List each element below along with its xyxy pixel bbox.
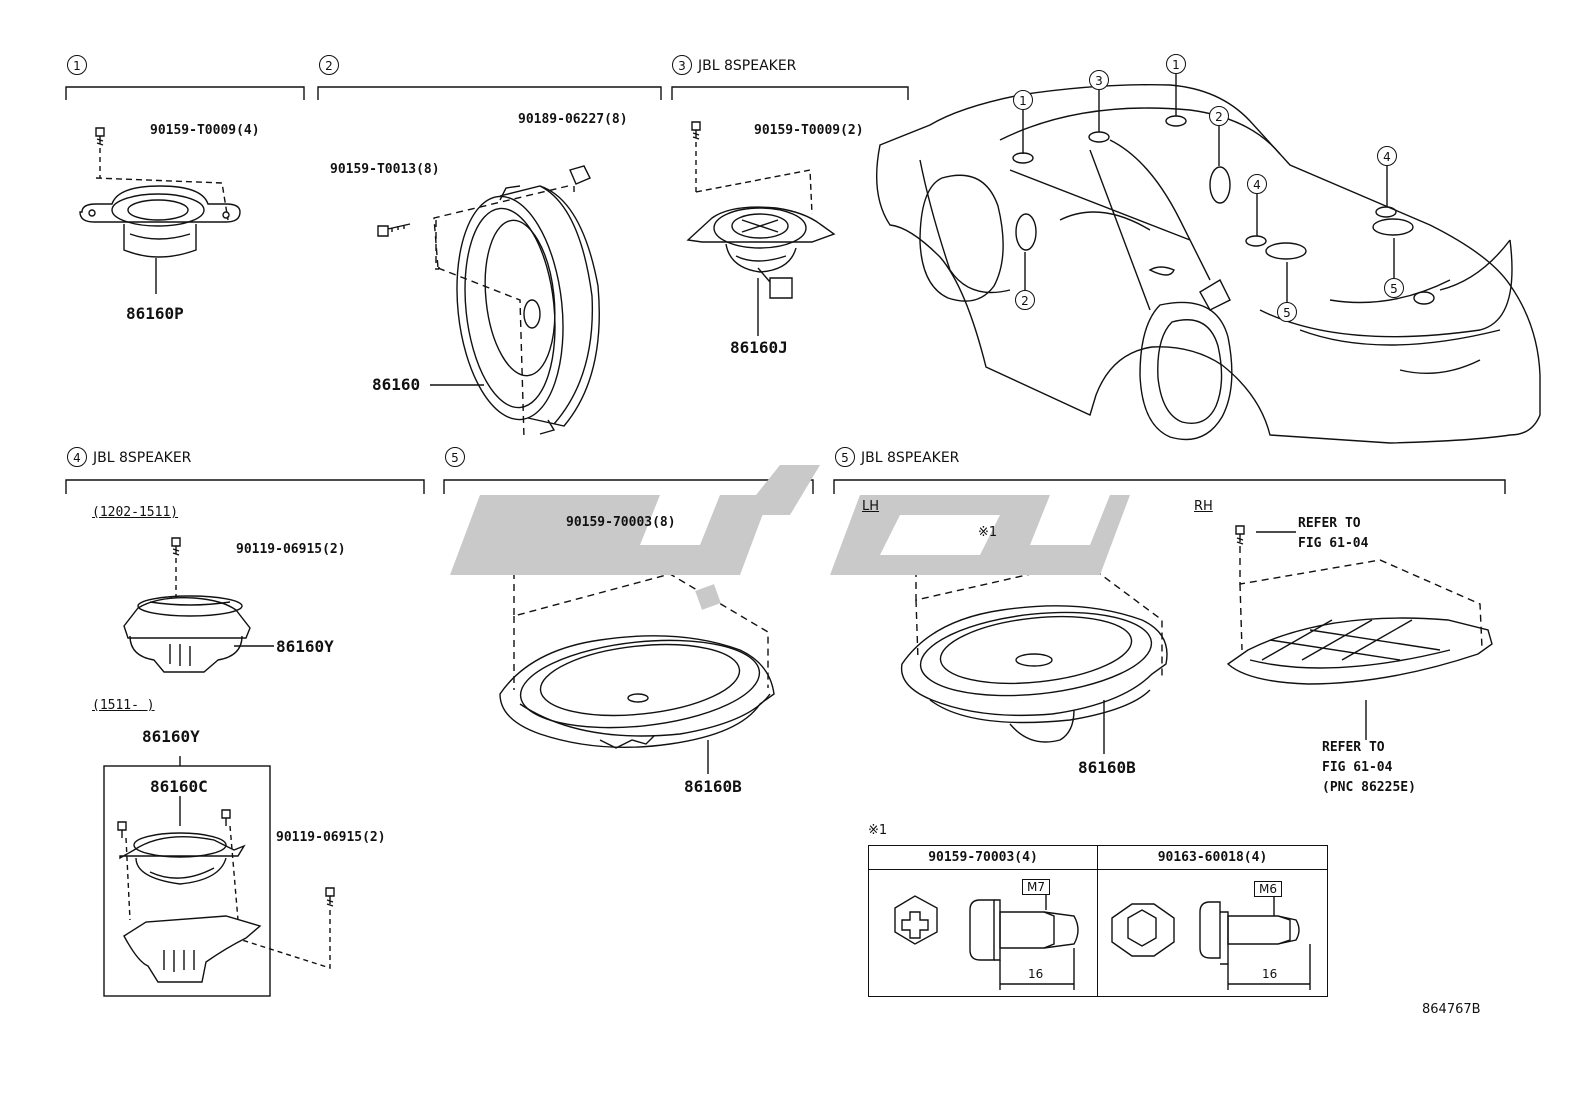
s4-range-1: (1202-1511): [92, 505, 179, 520]
bolt-table-divider: [1097, 846, 1099, 996]
section-5-number: 5: [445, 447, 465, 467]
s5a-screw-part-number: 90159-70003(8): [566, 515, 676, 530]
s2-clip-part-number: 90189-06227(8): [518, 112, 628, 127]
s4-screw-1-part-number: 90119-06915(2): [236, 542, 346, 557]
car-callout-4-left: 4: [1247, 174, 1267, 194]
s4-speaker-1-part-number: 86160Y: [276, 637, 334, 656]
s5b-note-mark: ※1: [978, 525, 998, 540]
car-callout-5-right: 5: [1384, 278, 1404, 298]
s5b-refer-1-line-b: FIG 61-04: [1298, 536, 1369, 551]
s2-speaker-part-number: 86160: [372, 375, 421, 394]
s5a-speaker-part-number: 86160B: [684, 777, 742, 796]
s5b-refer-2-line-b: FIG 61-04: [1322, 760, 1393, 775]
s5b-lh-label: LH: [862, 499, 880, 514]
s5b-rh-label: RH: [1194, 499, 1213, 514]
s3-speaker-part-number: 86160J: [730, 338, 788, 357]
bolt-table-note: ※1: [868, 823, 888, 838]
s4-sub-part-number: 86160C: [150, 777, 208, 796]
speaker-86160-drawing: [377, 165, 600, 439]
car-callout-1-rear: 1: [1166, 54, 1186, 74]
car-callout-1-front: 1: [1013, 90, 1033, 110]
speaker-86160Y-drawing: [103, 537, 335, 997]
section-3-number: 3: [672, 55, 692, 75]
car-callout-2-front: 2: [1015, 290, 1035, 310]
section-5-jbl-label: JBL 8SPEAKER: [861, 450, 960, 466]
section-4-number: 4: [67, 447, 87, 467]
speaker-86160B-LH-drawing: [900, 525, 1168, 754]
bolt-table-left-header: 90159-70003(4): [869, 846, 1097, 870]
s4-speaker-2-part-number: 86160Y: [142, 727, 200, 746]
s5b-speaker-part-number: 86160B: [1078, 758, 1136, 777]
bolt-left-length: 16: [1028, 967, 1044, 981]
car-drawing: [876, 74, 1541, 444]
bolt-left-size: M7: [1022, 879, 1050, 895]
diagram-id: 864767B: [1422, 1002, 1481, 1017]
s4-range-2: (1511- ): [92, 698, 155, 713]
bolt-right-length: 16: [1262, 967, 1278, 981]
car-callout-2-rear: 2: [1209, 106, 1229, 126]
car-callout-3: 3: [1089, 70, 1109, 90]
section-4-label: JBL 8SPEAKER: [93, 450, 192, 466]
section-brackets: [65, 86, 1506, 494]
bolt-drawings: [894, 894, 1311, 990]
section-2-number: 2: [319, 55, 339, 75]
car-callout-5-left: 5: [1277, 302, 1297, 322]
section-1-number: 1: [67, 55, 87, 75]
s5b-refer-1-line-a: REFER TO: [1298, 516, 1361, 531]
bolt-table: 90159-70003(4) 90163-60018(4): [868, 845, 1328, 997]
bolt-table-right-header: 90163-60018(4): [1098, 846, 1327, 870]
s1-screw-part-number: 90159-T0009(4): [150, 123, 260, 138]
speaker-86160P-drawing: [79, 127, 241, 294]
s5b-refer-2-line-c: (PNC 86225E): [1322, 780, 1416, 795]
s1-speaker-part-number: 86160P: [126, 304, 184, 323]
speaker-86160J-drawing: [686, 121, 836, 336]
bolt-right-size: M6: [1254, 881, 1282, 897]
s5b-refer-2-line-a: REFER TO: [1322, 740, 1385, 755]
section-5-jbl-number: 5: [835, 447, 855, 467]
section-3-label: JBL 8SPEAKER: [698, 58, 797, 74]
speaker-86160B-drawing: [499, 515, 775, 774]
speaker-cover-RH-drawing: [1226, 525, 1493, 740]
s4-screw-2-part-number: 90119-06915(2): [276, 830, 386, 845]
s2-screw-part-number: 90159-T0013(8): [330, 162, 440, 177]
s3-screw-part-number: 90159-T0009(2): [754, 123, 864, 138]
car-callout-4-right: 4: [1377, 146, 1397, 166]
